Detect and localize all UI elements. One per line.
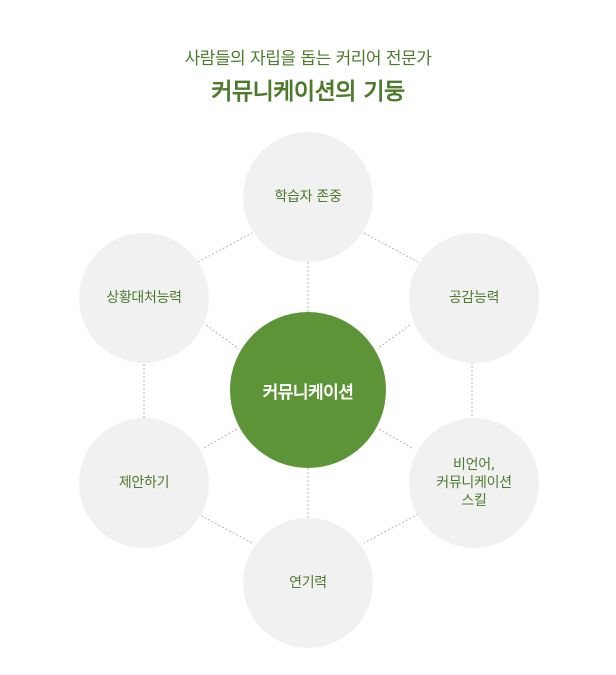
connector-spoke xyxy=(376,324,411,350)
connector-spoke xyxy=(205,324,240,350)
pillar-node-acting: 연기력 xyxy=(243,518,373,648)
pillar-node-proposing: 제안하기 xyxy=(79,418,209,548)
pillar-label: 공감능력 xyxy=(448,290,500,306)
connector-edge xyxy=(363,232,419,263)
connector-spoke xyxy=(376,427,413,449)
pillar-node-learner-respect: 학습자 존중 xyxy=(243,132,373,262)
pillar-node-situation-handling: 상황대처능력 xyxy=(79,233,209,363)
connector-edge xyxy=(197,232,253,263)
pillar-label: 비언어, 커뮤니케이션 스킬 xyxy=(436,457,512,509)
connector-edge xyxy=(363,513,419,544)
page-title: 커뮤니케이션의 기둥 xyxy=(211,79,405,105)
pillar-label: 제안하기 xyxy=(118,475,170,491)
pillar-node-empathy: 공감능력 xyxy=(409,233,539,363)
connector-edge xyxy=(197,513,253,544)
pillar-label: 상황대처능력 xyxy=(106,290,182,306)
center-node-communication: 커뮤니케이션 xyxy=(230,312,386,468)
center-label: 커뮤니케이션 xyxy=(262,382,354,403)
pillar-label: 학습자 존중 xyxy=(274,189,342,205)
subtitle: 사람들의 자립을 돕는 커리어 전문가 xyxy=(184,49,432,69)
pillar-node-nonverbal-skills: 비언어, 커뮤니케이션 스킬 xyxy=(409,418,539,548)
connector-spoke xyxy=(203,427,240,449)
pillar-label: 연기력 xyxy=(289,575,327,591)
